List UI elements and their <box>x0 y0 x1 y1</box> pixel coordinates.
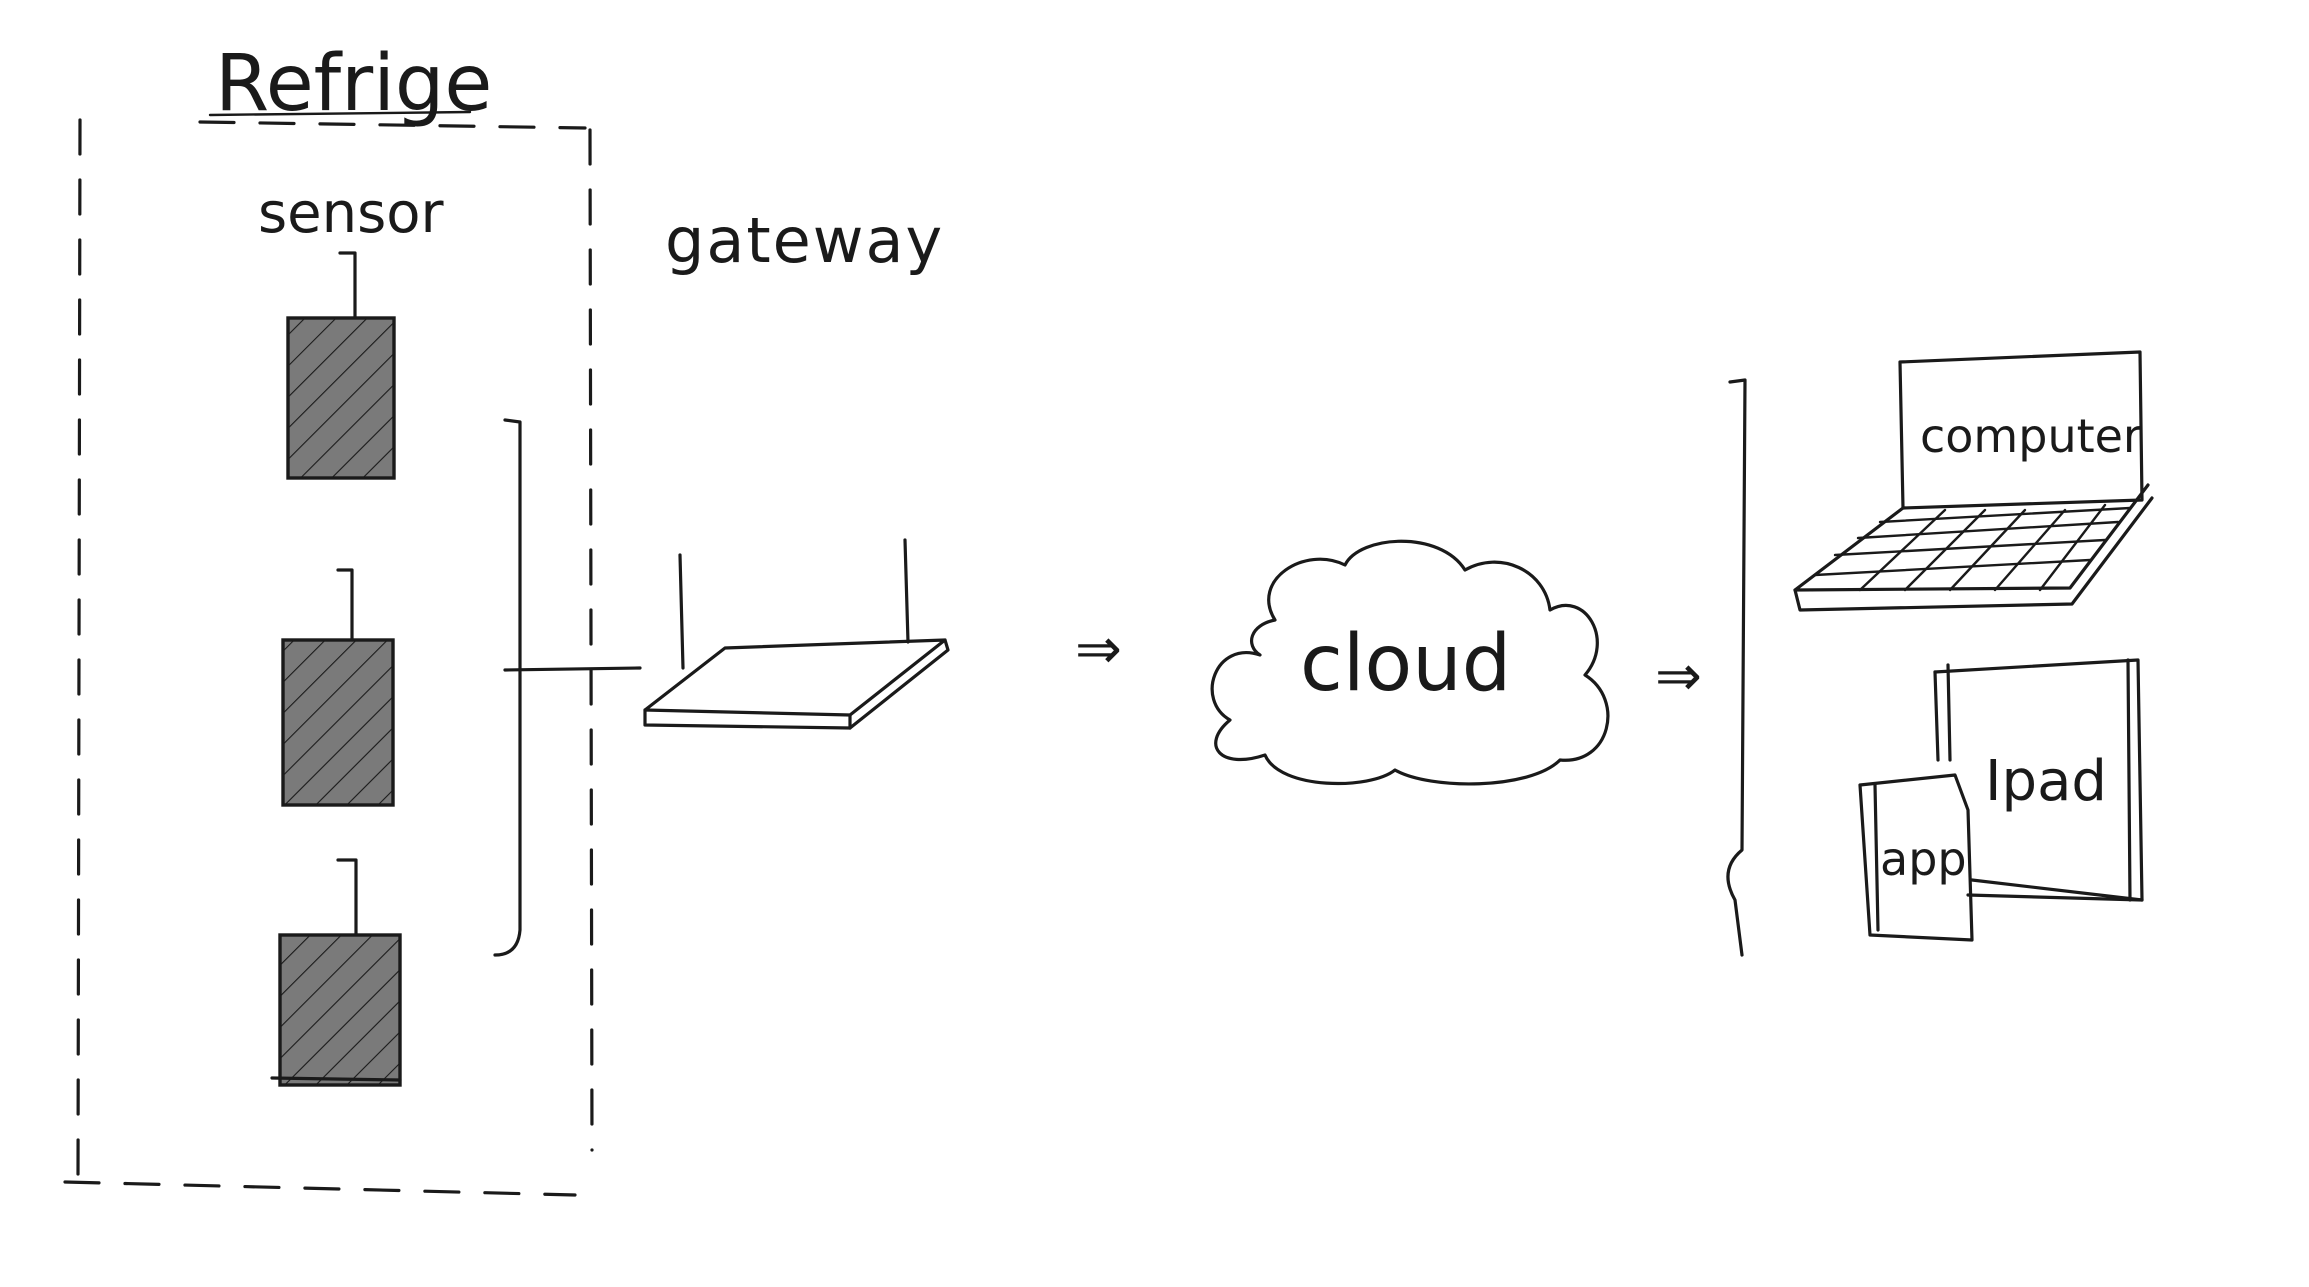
cloud-label: cloud <box>1300 619 1511 709</box>
devices-bracket <box>1726 378 1747 957</box>
gateway-label: gateway <box>665 204 944 277</box>
app-device <box>1858 773 1974 942</box>
sensor-3 <box>270 858 402 1087</box>
refrigerator-boundary <box>63 110 594 1197</box>
sensor-2 <box>281 568 395 807</box>
app-label: app <box>1880 832 1967 886</box>
computer-label: computer <box>1920 409 2142 463</box>
cloud-shape <box>1210 539 1610 786</box>
sensor-label: sensor <box>258 181 445 246</box>
ipad-device <box>1933 658 2144 902</box>
sensor-bracket <box>493 418 642 957</box>
arrow-cloud-to-devices: ⇒ <box>1655 644 1702 709</box>
sensor-1 <box>286 251 396 480</box>
computer-device <box>1793 350 2154 612</box>
ipad-label: Ipad <box>1985 749 2107 814</box>
refrigerator-label: Refrige <box>215 39 492 129</box>
gateway-device <box>643 538 950 730</box>
arrow-gateway-to-cloud: ⇒ <box>1075 617 1122 682</box>
